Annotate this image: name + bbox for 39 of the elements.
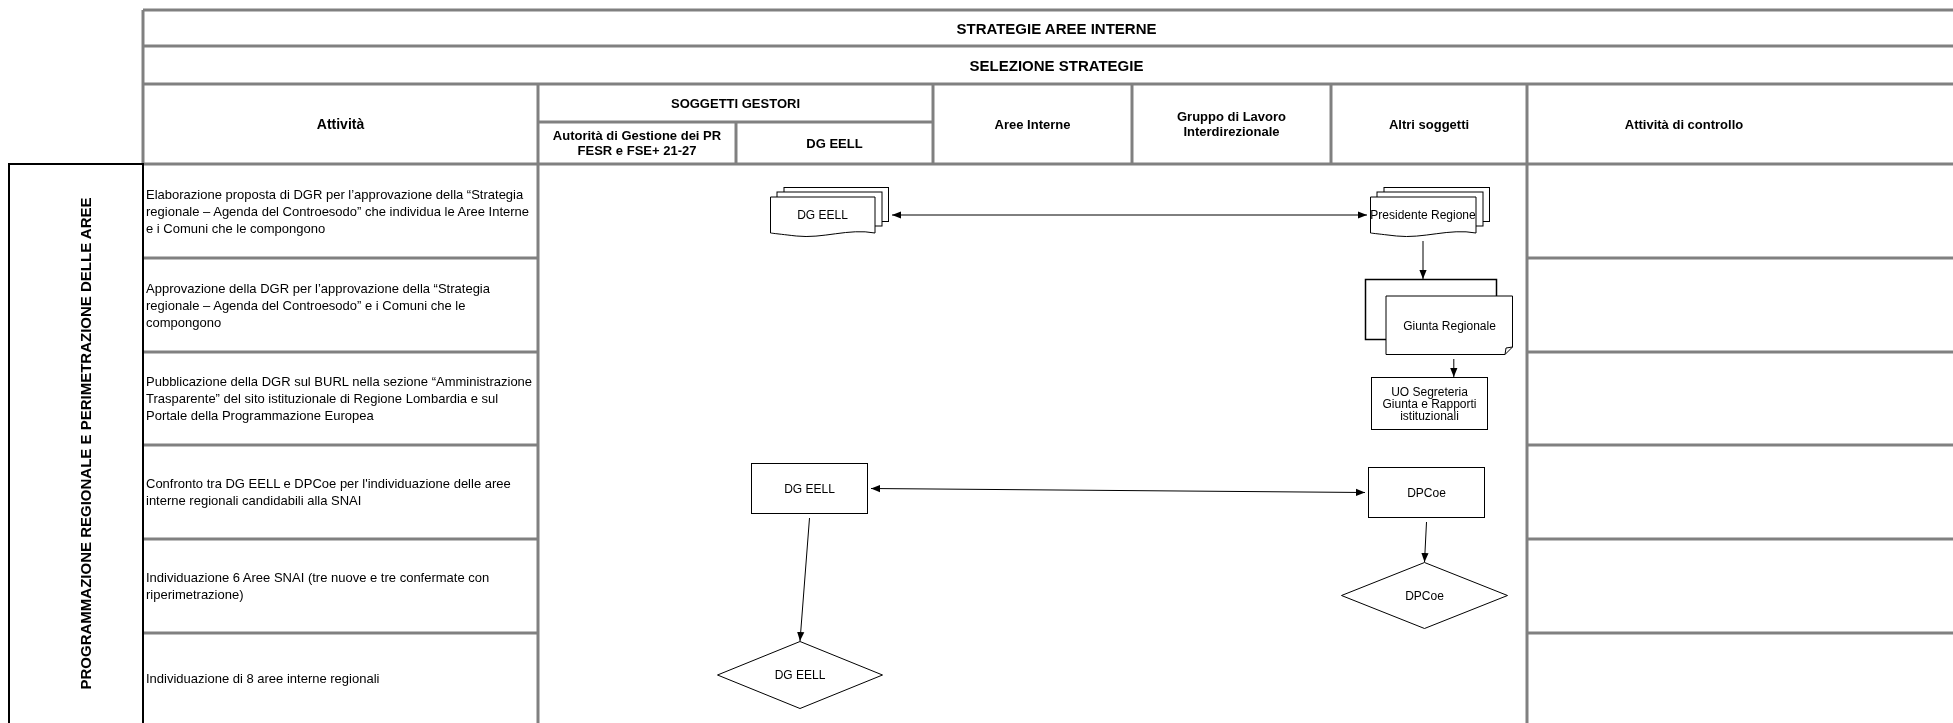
activity-text: Pubblicazione della DGR sul BURL nella sezione “Amministrazione Trasparente” del sito istituzionale di Regione Lombardia e sul Portale della Programmazione Europea <box>146 373 534 424</box>
column-header: DG EELL <box>806 135 863 151</box>
table-title: STRATEGIE AREE INTERNE <box>956 19 1157 37</box>
column-header: Gruppo di Lavoro Interdirezionale <box>1175 109 1288 139</box>
activity-text: Elaborazione proposta di DGR per l’approvazione della “Strategia regionale – Agenda del Controesodo” che individua le Aree Interne e i Comuni che le compongono <box>146 185 531 237</box>
arrow <box>797 517 810 642</box>
activity-text: Approvazione della DGR per l’approvazione della “Strategia regionale – Agenda del Controesodo” e i Comuni che le compongono <box>146 279 491 331</box>
stacked-card-shape <box>1365 279 1513 355</box>
activity-text: Individuazione 6 Aree SNAI (tre nuove e tre confermate con riperimetrazione) <box>146 569 491 603</box>
lane-title: PROGRAMMAZIONE REGIONALE E PERIMETRAZIONE DELLE AREE <box>77 197 95 690</box>
arrow <box>1419 240 1427 280</box>
process-box <box>1371 377 1488 430</box>
node-label: DG EELL <box>784 482 835 495</box>
arrow <box>870 484 1366 497</box>
multi-document-shape <box>770 187 889 237</box>
node-label: DG EELL <box>774 669 826 681</box>
arrow <box>1421 521 1429 563</box>
column-header: Attività di controllo <box>1624 116 1744 132</box>
column-header: Autorità di Gestione dei PR FESR e FSE+ 21-27 <box>551 128 723 158</box>
arrow <box>1450 358 1458 378</box>
node-label: DPCoe <box>1405 589 1444 602</box>
node-label: Presidente Regione <box>1370 209 1476 221</box>
activity-text: Individuazione di 8 aree interne regionali <box>146 669 380 687</box>
process-box <box>751 463 868 514</box>
column-group-header: SOGGETTI GESTORI <box>670 95 801 111</box>
column-header: Altri soggetti <box>1388 116 1470 132</box>
arrow <box>891 211 1368 219</box>
decision-diamond <box>1341 562 1508 629</box>
activity-text: Confronto tra DG EELL e DPCoe per l'individuazione delle aree interne regionali candidabili alla SNAI <box>146 475 512 509</box>
node-label: DG EELL <box>797 209 848 221</box>
decision-diamond <box>717 641 883 709</box>
column-header: Aree Interne <box>994 116 1071 132</box>
process-box <box>1368 467 1485 518</box>
section-heading: SELEZIONE STRATEGIE <box>969 56 1144 74</box>
node-label: UO Segreteria Giunta e Rapporti istituzionali <box>1381 385 1478 422</box>
node-label: DPCoe <box>1407 486 1446 499</box>
node-label: Giunta Regionale <box>1403 319 1496 332</box>
column-header: Attività <box>316 116 365 132</box>
multi-document-shape <box>1370 187 1490 237</box>
